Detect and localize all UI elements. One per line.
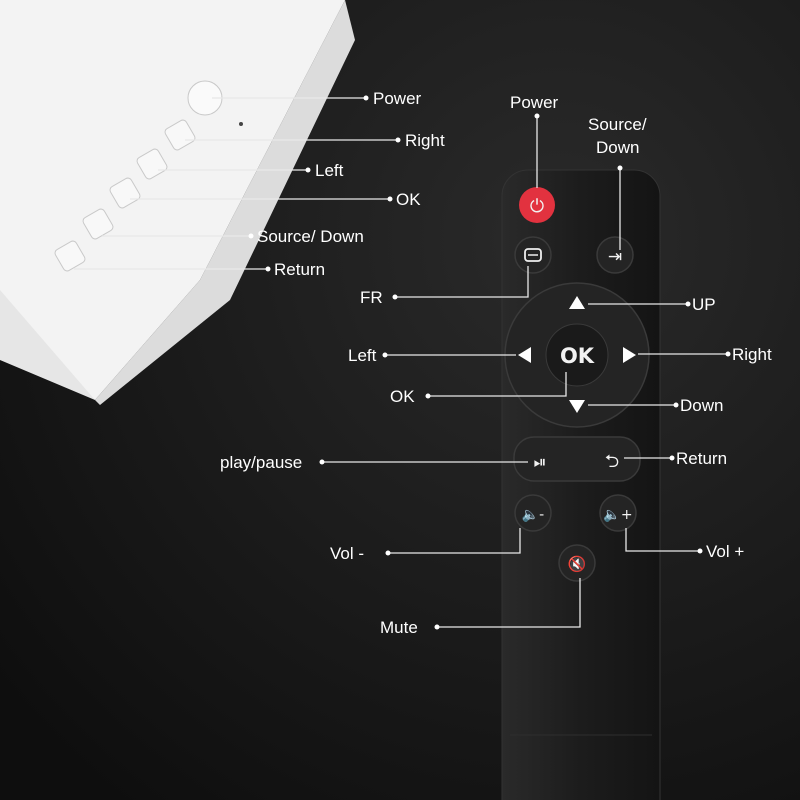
remote-power-button[interactable] — [519, 187, 555, 223]
remote-label-source-line2: Down — [596, 138, 639, 157]
remote-ok-button[interactable] — [545, 323, 609, 387]
projector-label-left: Left — [315, 161, 344, 180]
remote-label-power: Power — [510, 93, 559, 112]
remote-label-source-line1: Source/ — [588, 115, 647, 134]
arrow-left-icon — [518, 347, 531, 363]
remote-label-play-pause: play/pause — [220, 453, 302, 472]
projector-ok-button[interactable] — [109, 177, 142, 210]
power-icon: ⏻ — [530, 196, 544, 217]
ok-button-label: OK — [560, 344, 595, 368]
projector-left-button[interactable] — [136, 148, 169, 181]
projector-source-button[interactable] — [82, 208, 115, 241]
return-icon: ⮌ — [605, 451, 619, 472]
remote-callouts: Power Source/ Down FR UP Left Right OK D… — [220, 93, 772, 637]
remote-label-down: Down — [680, 396, 723, 415]
mute-icon: 🔇 — [568, 555, 587, 573]
remote-play-return-bar[interactable] — [513, 436, 641, 482]
volume-up-icon: 🔈+ — [603, 507, 632, 523]
remote-vol-up-button[interactable] — [599, 494, 637, 532]
source-icon: ⇥ — [608, 247, 622, 267]
remote-label-ok: OK — [390, 387, 415, 406]
projector-callouts: Power Right Left OK Source/ Down Return — [74, 89, 445, 279]
projector-label-right: Right — [405, 131, 445, 150]
projector-label-source-down: Source/ Down — [257, 227, 364, 246]
volume-down-icon: 🔈- — [522, 507, 544, 523]
projector-label-power: Power — [373, 89, 422, 108]
projector — [0, 0, 355, 405]
remote-label-mute: Mute — [380, 618, 418, 637]
arrow-right-icon — [623, 347, 636, 363]
remote-label-fr: FR — [360, 288, 383, 307]
projector-label-return: Return — [274, 260, 325, 279]
remote: ⏻ ⇥ OK ⏯ ⮌ 🔈- 🔈+ 🔇 — [501, 169, 661, 800]
remote-label-vol-up: Vol + — [706, 542, 744, 561]
remote-source-button[interactable] — [596, 236, 634, 274]
arrow-up-icon — [569, 296, 585, 309]
remote-vol-down-button[interactable] — [514, 494, 552, 532]
remote-mute-button[interactable] — [558, 544, 596, 582]
projector-right-button[interactable] — [164, 119, 197, 152]
remote-label-return: Return — [676, 449, 727, 468]
menu-icon — [524, 248, 542, 262]
remote-label-vol-down: Vol - — [330, 544, 364, 563]
remote-label-up: UP — [692, 295, 716, 314]
remote-label-right: Right — [732, 345, 772, 364]
projector-return-button[interactable] — [54, 240, 87, 273]
projector-label-ok: OK — [396, 190, 421, 209]
play-pause-icon: ⏯ — [534, 452, 547, 471]
remote-label-left: Left — [348, 346, 377, 365]
arrow-down-icon — [569, 400, 585, 413]
